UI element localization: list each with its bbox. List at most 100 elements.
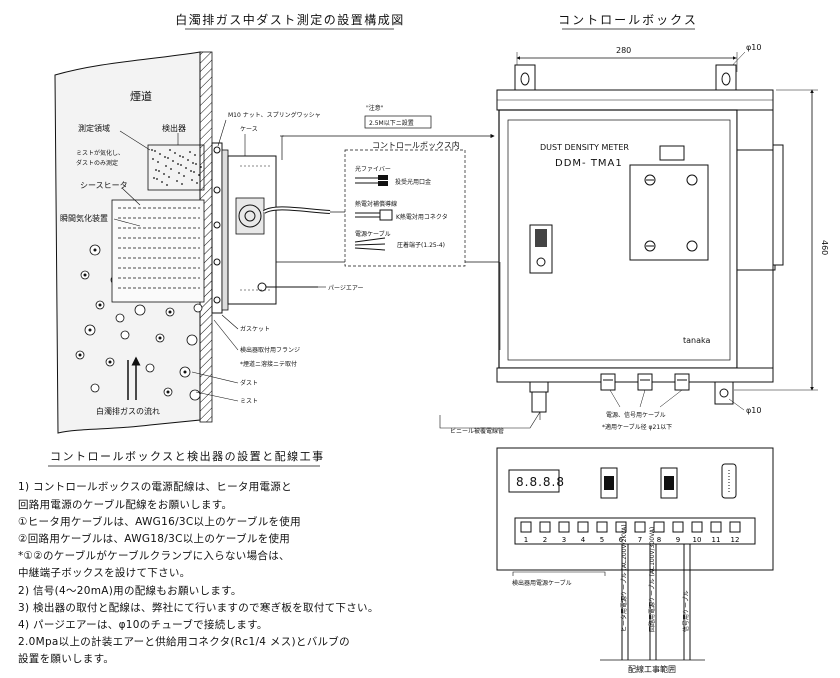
measure-dot xyxy=(181,183,183,185)
fiber-note: 投受光用口金 xyxy=(395,178,431,186)
measure-dot xyxy=(154,150,156,152)
mist-particle xyxy=(115,313,125,323)
left-title: 白濁排ガス中ダスト測定の設置構成図 xyxy=(175,12,405,27)
measure-dot xyxy=(176,180,178,182)
label-flow: 白濁排ガスの流れ xyxy=(96,406,160,416)
measure-dot xyxy=(182,156,184,158)
label-case: ケース xyxy=(240,126,258,133)
label-sheath-heater: シースヒータ xyxy=(80,181,128,190)
terminal-number: 2 xyxy=(543,536,547,544)
measure-dot xyxy=(178,172,180,174)
caution-head: "注意" xyxy=(366,104,384,112)
measure-dot xyxy=(167,157,169,159)
power-label: 電源ケーブル xyxy=(355,230,391,238)
caution-body: 2.5M以下ニ設置 xyxy=(369,119,414,127)
dust-core xyxy=(88,328,92,332)
measure-dot xyxy=(159,153,161,155)
terminal-number: 8 xyxy=(657,536,661,544)
mist-particle xyxy=(186,334,198,346)
measure-dot xyxy=(195,163,197,165)
detector-cable: 検出器用電源ケーブル xyxy=(512,579,572,587)
power-note: 圧着端子(1.25-4) xyxy=(397,241,445,249)
measure-dot xyxy=(169,149,171,151)
measure-dot xyxy=(177,163,179,165)
box-brand: tanaka xyxy=(683,336,711,345)
terminal-number: 5 xyxy=(600,536,604,544)
label-measure-area: 測定領域 xyxy=(78,123,110,133)
measure-dot xyxy=(153,177,155,179)
terminal-number: 7 xyxy=(638,536,642,544)
label-mist: ミスト xyxy=(240,398,258,405)
height-dim: 460 xyxy=(820,240,829,255)
circuit-cable: 回路用電源ケーブル (AC100V/300VA) xyxy=(648,527,656,632)
terminal-screw xyxy=(710,521,722,533)
terminal-number: 12 xyxy=(731,536,740,544)
measure-dot xyxy=(158,170,160,172)
right-title: コントロールボックス xyxy=(558,13,698,27)
measure-dot xyxy=(166,184,168,186)
mist-particle xyxy=(145,363,155,373)
terminal-number: 4 xyxy=(581,536,586,544)
terminal-number: 10 xyxy=(693,536,702,544)
box-label-1: DUST DENSITY METER xyxy=(540,143,629,152)
chimney-label: 煙道 xyxy=(130,89,152,103)
measure-dot xyxy=(183,175,185,177)
mist-particle xyxy=(134,304,146,316)
terminal-screw xyxy=(615,521,627,533)
measure-dot xyxy=(174,152,176,154)
terminal-screw xyxy=(653,521,665,533)
measure-dot xyxy=(200,166,202,168)
dust-core xyxy=(78,353,82,357)
label-flange-2: *煙道ニ溶接ニテ取付 xyxy=(240,360,297,368)
phi-top: φ10 xyxy=(746,43,761,52)
terminal-screw xyxy=(672,521,684,533)
dust-core xyxy=(183,370,187,374)
measure-dot xyxy=(194,154,196,156)
mist-particle xyxy=(90,383,100,393)
control-box: 280 φ10 xyxy=(496,43,818,413)
measure-dot xyxy=(161,181,163,183)
label-flash-device: 瞬間気化装置 xyxy=(60,213,108,223)
measure-dot xyxy=(155,169,157,171)
thermo-note: K熱電対用コネクタ xyxy=(396,213,448,221)
flow-arrow xyxy=(127,356,141,400)
measure-dot xyxy=(168,176,170,178)
measure-dot xyxy=(189,151,191,153)
terminal-screw xyxy=(539,521,551,533)
panel-display: 8.8.8.8 xyxy=(516,475,565,489)
measure-dot xyxy=(185,167,187,169)
terminal-screw xyxy=(577,521,589,533)
measure-dot xyxy=(191,179,193,181)
dust-core xyxy=(93,248,97,252)
measure-dot xyxy=(192,162,194,164)
terminal-number: 9 xyxy=(676,536,680,544)
terminal-number: 3 xyxy=(562,536,566,544)
measure-dot xyxy=(190,170,192,172)
measure-dot xyxy=(172,160,174,162)
dust-core xyxy=(166,390,170,394)
flash-vaporizer xyxy=(111,199,205,303)
cable-note-1: 電源、信号用ケーブル xyxy=(606,411,666,419)
label-flange-1: 検出器取付用フランジ xyxy=(240,346,300,354)
box-inside-title: コントロールボックス内 xyxy=(372,140,460,150)
label-dust: ダスト xyxy=(240,379,258,387)
detector-assembly xyxy=(211,142,331,314)
terminal-screw xyxy=(729,521,741,533)
fiber-label: 光ファイバー xyxy=(355,165,391,173)
label-purge-air: パージエアー xyxy=(328,285,364,292)
measure-dot xyxy=(163,173,165,175)
label-detector: 検出器 xyxy=(162,123,186,133)
label-m10: M10 ナット、スプリングワッシャ xyxy=(228,111,321,119)
box-inside-panel xyxy=(344,149,466,267)
label-mist-note-1: ミストが気化し、 xyxy=(76,149,124,157)
mist-particle xyxy=(120,330,130,340)
width-dim: 280 xyxy=(616,46,631,55)
measure-dot xyxy=(198,174,200,176)
dust-core xyxy=(158,336,162,340)
label-mist-note-2: ダストのみ測定 xyxy=(76,159,118,167)
wiring-title: コントロールボックスと検出器の設置と配線工事 xyxy=(50,449,325,463)
measure-region xyxy=(147,144,205,191)
cable-note-2: *適用ケーブル径 φ21以下 xyxy=(602,423,672,431)
terminal-number: 11 xyxy=(712,536,721,544)
